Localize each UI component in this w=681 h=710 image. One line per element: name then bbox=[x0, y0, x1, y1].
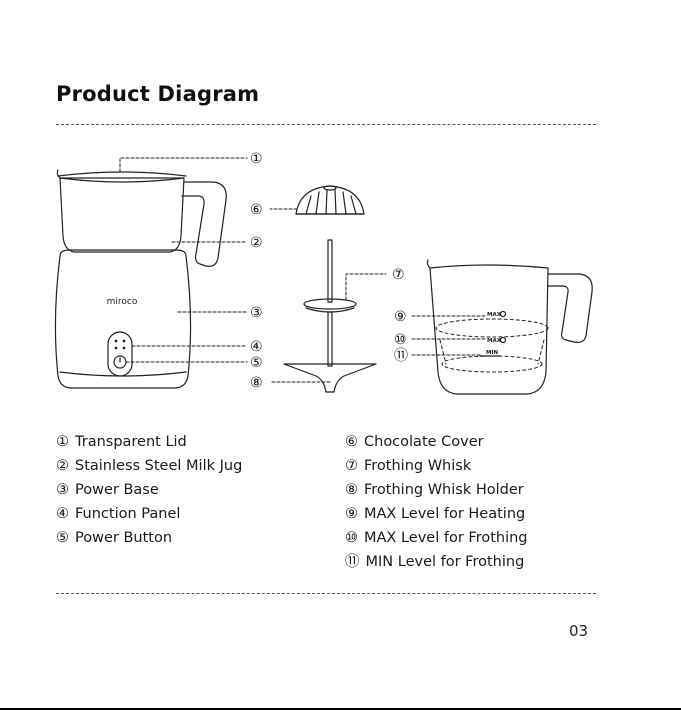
chocolate-cover-illustration bbox=[296, 186, 364, 214]
callout-7: ⑦ bbox=[392, 267, 405, 283]
legend-item: ⑥ Chocolate Cover bbox=[345, 430, 528, 454]
legend-item: ⑦ Frothing Whisk bbox=[345, 454, 528, 478]
legend-number: ⑩ bbox=[345, 526, 358, 550]
legend-number: ⑦ bbox=[345, 454, 358, 478]
legend-item: ③ Power Base bbox=[56, 478, 242, 502]
legend-label: Power Button bbox=[75, 530, 172, 546]
legend-number: ⑥ bbox=[345, 430, 358, 454]
callout-5: ⑤ bbox=[250, 355, 263, 371]
jug-mark-min-froth: MIN bbox=[486, 350, 499, 356]
callout-4: ④ bbox=[250, 339, 263, 355]
legend-label: Chocolate Cover bbox=[364, 434, 484, 450]
frothing-whisk-illustration bbox=[284, 240, 376, 392]
legend-label: MIN Level for Frothing bbox=[366, 554, 525, 570]
callout-8: ⑧ bbox=[250, 375, 263, 391]
legend-item: ④ Function Panel bbox=[56, 502, 242, 526]
callout-3: ③ bbox=[250, 305, 263, 321]
legend-label: MAX Level for Heating bbox=[364, 506, 525, 522]
legend-number: ⑤ bbox=[56, 526, 69, 550]
legend-label: Power Base bbox=[75, 482, 159, 498]
legend-number: ① bbox=[56, 430, 69, 454]
legend-number: ② bbox=[56, 454, 69, 478]
legend-item: ⑪ MIN Level for Frothing bbox=[345, 550, 528, 574]
legend-right: ⑥ Chocolate Cover ⑦ Frothing Whisk ⑧ Frothi… bbox=[345, 430, 528, 574]
legend-item: ② Stainless Steel Milk Jug bbox=[56, 454, 242, 478]
legend-item: ⑤ Power Button bbox=[56, 526, 242, 550]
jug-mark-max-froth: MAX bbox=[487, 338, 502, 344]
legend-label: Function Panel bbox=[75, 506, 180, 522]
legend-left: ① Transparent Lid ② Stainless Steel Milk J… bbox=[56, 430, 242, 550]
legend-label: Frothing Whisk Holder bbox=[364, 482, 524, 498]
legend-number: ⑪ bbox=[345, 550, 360, 574]
legend-label: Stainless Steel Milk Jug bbox=[75, 458, 242, 474]
legend-item: ① Transparent Lid bbox=[56, 430, 242, 454]
legend-item: ⑧ Frothing Whisk Holder bbox=[345, 478, 528, 502]
frother-illustration bbox=[55, 170, 226, 388]
page-number: 03 bbox=[569, 622, 588, 640]
bottom-divider bbox=[56, 593, 596, 594]
jug-mark-max-heat: MAX bbox=[487, 312, 502, 318]
callout-6: ⑥ bbox=[250, 202, 263, 218]
callout-11: ⑪ bbox=[394, 348, 408, 364]
callout-9: ⑨ bbox=[394, 309, 407, 325]
legend-item: ⑨ MAX Level for Heating bbox=[345, 502, 528, 526]
legend-item: ⑩ MAX Level for Frothing bbox=[345, 526, 528, 550]
legend-number: ④ bbox=[56, 502, 69, 526]
legend-number: ⑧ bbox=[345, 478, 358, 502]
legend-label: MAX Level for Frothing bbox=[364, 530, 528, 546]
legend-label: Transparent Lid bbox=[75, 434, 187, 450]
callout-2: ② bbox=[250, 235, 263, 251]
legend-number: ③ bbox=[56, 478, 69, 502]
brand-label: miroco bbox=[107, 297, 138, 307]
glass-jug-illustration bbox=[427, 260, 592, 394]
legend-label: Frothing Whisk bbox=[364, 458, 471, 474]
callout-1: ① bbox=[250, 151, 263, 167]
legend-number: ⑨ bbox=[345, 502, 358, 526]
callout-10: ⑩ bbox=[394, 332, 407, 348]
